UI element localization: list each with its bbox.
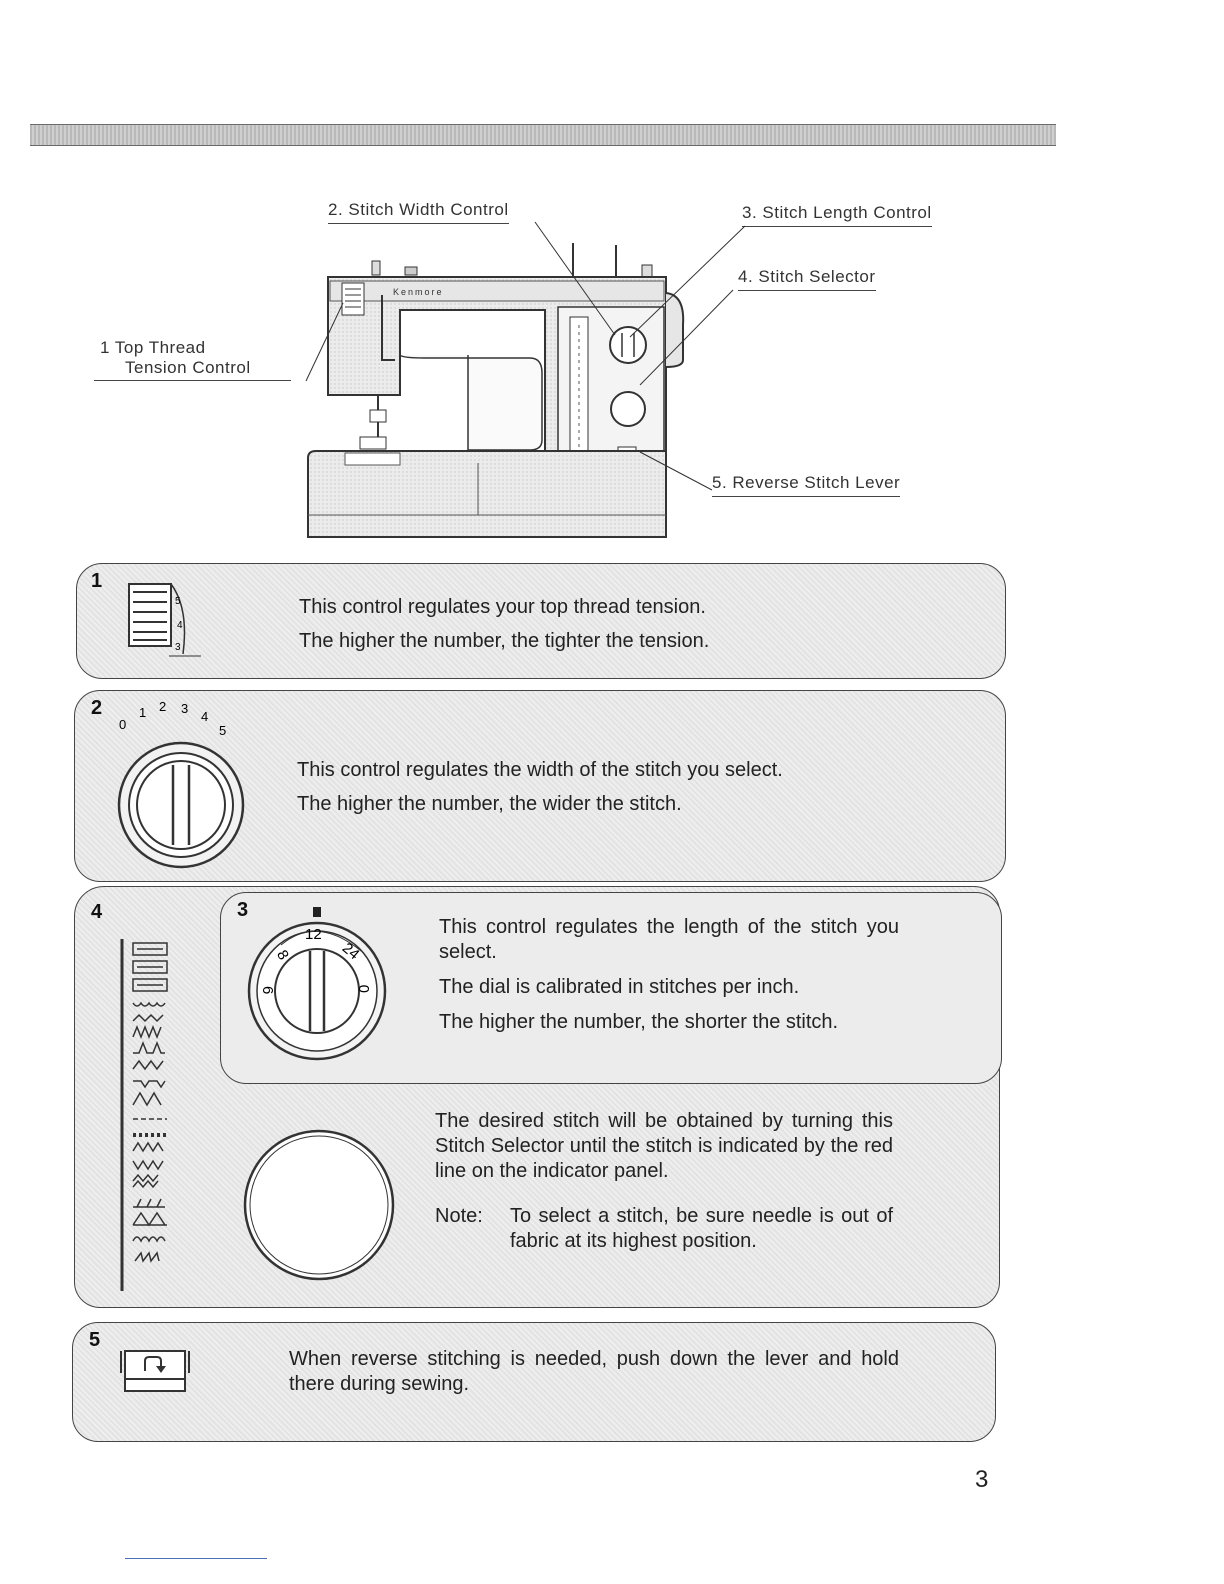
note-label: Note:: [435, 1205, 483, 1227]
length-label-0: 0: [356, 985, 373, 993]
panel-stitch-length: 3 6 8 12 24 0 This control regulates the…: [220, 892, 1002, 1084]
callout-reverse-lever: 5. Reverse Stitch Lever: [712, 473, 901, 497]
callout-5-label: 5. Reverse Stitch Lever: [712, 473, 901, 492]
svg-text:4: 4: [177, 620, 183, 631]
callout-top-thread-tension: 1 Top Thread Tension Control: [94, 338, 291, 381]
width-scale-3: 3: [181, 701, 188, 716]
panel-3-text: This control regulates the length of the…: [439, 915, 899, 1045]
panel-stitch-width: 2 0 1 2 3 4 5 This control regulates the…: [74, 690, 1006, 882]
stitch-selector-dial-icon: [243, 1129, 395, 1281]
panel-2-line-2: The higher the number, the wider the sti…: [297, 793, 682, 815]
svg-text:3: 3: [175, 642, 181, 653]
panel-1-number: 1: [91, 570, 103, 592]
panel-3-paragraph-3: The higher the number, the shorter the s…: [439, 1011, 839, 1033]
note-text: To select a stitch, be sure needle is ou…: [510, 1205, 893, 1252]
callout-stitch-width: 2. Stitch Width Control: [328, 200, 509, 224]
panel-3-number: 3: [237, 899, 249, 921]
panel-4-note: Note: To select a stitch, be sure needle…: [435, 1204, 893, 1254]
svg-text:5: 5: [175, 596, 181, 607]
panel-1-text: This control regulates your top thread t…: [299, 590, 979, 658]
panel-4-number: 4: [91, 901, 103, 923]
sewing-machine-illustration: Kenmore: [307, 243, 685, 538]
reverse-lever-icon: [120, 1350, 190, 1392]
panel-5-number: 5: [89, 1329, 101, 1351]
panel-5-paragraph: When reverse stitching is needed, push d…: [289, 1348, 899, 1395]
width-scale-4: 4: [201, 709, 208, 724]
tension-dial-icon: 5 4 3: [128, 583, 201, 657]
panel-5-text: When reverse stitching is needed, push d…: [289, 1347, 899, 1407]
callout-leader-lines: [305, 221, 746, 491]
stitch-width-dial-icon: 0 1 2 3 4 5: [117, 701, 245, 869]
width-scale-2: 2: [159, 701, 166, 714]
width-scale-0: 0: [119, 717, 126, 732]
stitch-pattern-chart: [120, 939, 168, 1291]
callout-1-line2: Tension Control: [125, 358, 251, 377]
panel-top-thread-tension: 1 5 4 3 This control regulates your top …: [76, 563, 1006, 679]
width-scale-1: 1: [139, 705, 146, 720]
callout-stitch-length: 3. Stitch Length Control: [742, 203, 932, 227]
header-bar: [30, 124, 1056, 146]
callout-1-line1: 1 Top Thread: [100, 338, 206, 357]
stitch-length-dial-icon: 6 8 12 24 0: [247, 907, 387, 1061]
panel-1-line-2: The higher the number, the tighter the t…: [299, 630, 710, 652]
panel-4-text: The desired stitch will be obtained by t…: [435, 1109, 893, 1254]
panel-2-line-1: This control regulates the width of the …: [297, 759, 783, 781]
length-label-6: 6: [259, 986, 276, 994]
footer-rule: [125, 1558, 267, 1559]
width-scale-5: 5: [219, 723, 226, 738]
panel-reverse-stitch: 5 When reverse stitching is needed, push…: [72, 1322, 996, 1442]
panel-3-paragraph-1: This control regulates the length of the…: [439, 916, 899, 963]
brand-logo: Kenmore: [393, 287, 444, 297]
panel-2-number: 2: [91, 697, 103, 719]
callout-2-label: 2. Stitch Width Control: [328, 200, 509, 219]
panel-1-line-1: This control regulates your top thread t…: [299, 596, 706, 618]
length-label-12: 12: [305, 926, 322, 943]
callout-stitch-selector: 4. Stitch Selector: [738, 267, 876, 291]
panel-3-paragraph-2: The dial is calibrated in stitches per i…: [439, 976, 800, 998]
callout-3-label: 3. Stitch Length Control: [742, 203, 932, 222]
callout-4-label: 4. Stitch Selector: [738, 267, 876, 286]
page-number: 3: [975, 1466, 989, 1493]
panel-4-paragraph: The desired stitch will be obtained by t…: [435, 1110, 893, 1182]
panel-2-text: This control regulates the width of the …: [297, 753, 987, 821]
